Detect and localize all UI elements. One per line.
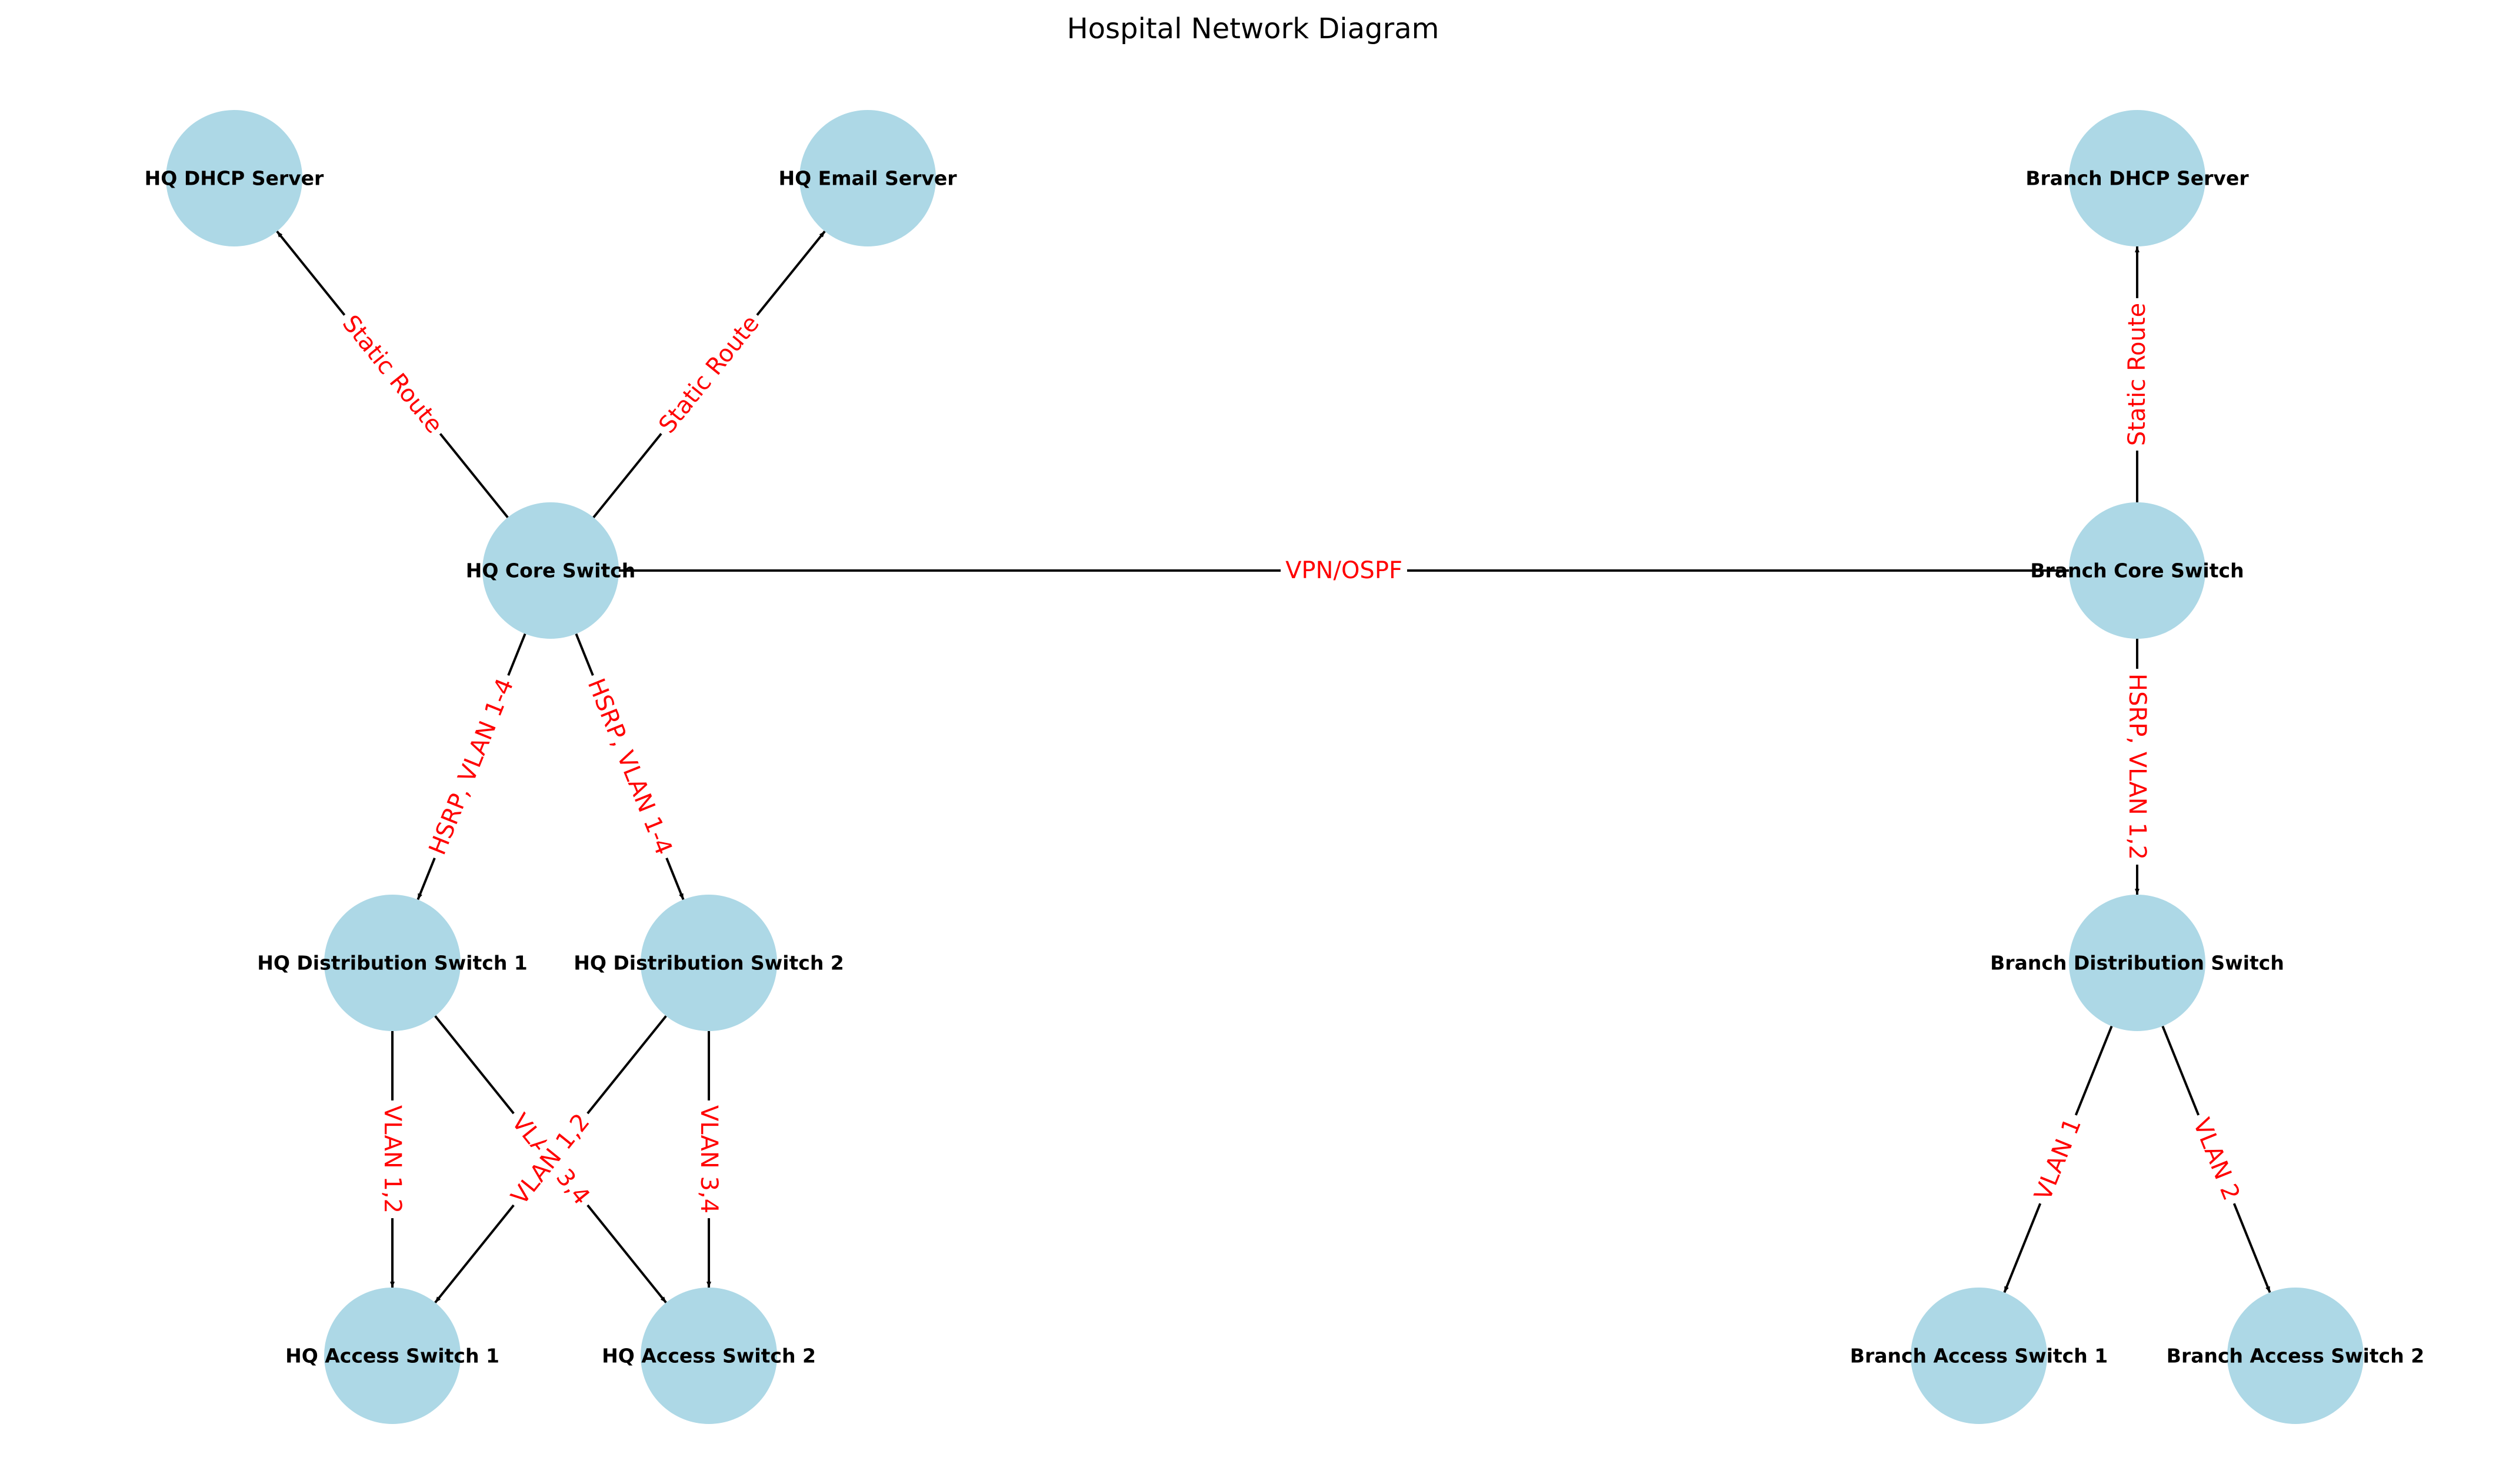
edge-label: Static Route (2124, 303, 2151, 446)
edge-label-background (502, 1104, 599, 1215)
edge-label: VPN/OSPF (1285, 557, 1402, 584)
edge-label: VLAN 3,4 (695, 1105, 722, 1213)
node-label: HQ Access Switch 2 (602, 1345, 816, 1368)
node-br-dhcp: Branch DHCP Server (2025, 110, 2249, 246)
node-br-core: Branch Core Switch (2030, 502, 2244, 639)
edge-label-group: HSRP, VLAN 1-4 (579, 669, 681, 864)
node-hq-acc1: HQ Access Switch 1 (285, 1288, 499, 1424)
edge-label-group: Static Route (649, 305, 769, 443)
node-circle (2227, 1288, 2364, 1424)
node-circle (1911, 1288, 2047, 1424)
node-label: HQ Email Server (778, 167, 957, 190)
node-circle (641, 1288, 777, 1424)
node-br-dist: Branch Distribution Switch (1990, 895, 2284, 1031)
edge-label-group: HSRP, VLAN 1,2 (2122, 669, 2152, 865)
node-label: HQ Distribution Switch 2 (574, 952, 844, 975)
edge-label-group: HSRP, VLAN 1-4 (421, 669, 522, 864)
edge-label-background (2122, 669, 2152, 865)
edge-label-group: Static Route (333, 305, 452, 443)
edge-label: Static Route (337, 310, 448, 438)
node-label: HQ DHCP Server (145, 167, 324, 190)
node-br-acc1: Branch Access Switch 1 (1850, 1288, 2108, 1424)
node-hq-dist2: HQ Distribution Switch 2 (574, 895, 844, 1031)
edge-label: Static Route (654, 310, 765, 438)
node-label: HQ Access Switch 1 (285, 1345, 499, 1368)
node-label: Branch Core Switch (2030, 559, 2244, 582)
edge-label: VLAN 2 (2188, 1115, 2245, 1205)
node-label: Branch DHCP Server (2025, 167, 2249, 190)
node-circle (166, 110, 302, 246)
edge-label: HSRP, VLAN 1-4 (424, 675, 519, 859)
edge-label-background (579, 669, 681, 864)
node-label: Branch Access Switch 2 (2167, 1345, 2424, 1368)
node-hq-email: HQ Email Server (778, 110, 957, 246)
edge-label-background (1281, 556, 1407, 585)
node-circle (482, 502, 619, 639)
edge-label-group: VLAN 3,4 (694, 1100, 724, 1219)
edge-label-background (2185, 1109, 2248, 1209)
node-circle (799, 110, 936, 246)
edge-label-group: VPN/OSPF (1281, 556, 1407, 585)
node-circle (324, 1288, 461, 1424)
edge-label-background (2122, 298, 2152, 451)
edge-label-background (649, 305, 769, 443)
edge-label-background (694, 1100, 724, 1219)
edge-label-background (333, 305, 452, 443)
edge-label-background (378, 1100, 407, 1219)
node-br-acc2: Branch Access Switch 2 (2167, 1288, 2424, 1424)
node-circle (2069, 110, 2205, 246)
nodes-layer: HQ DHCP Server HQ Email Server HQ Core Swi… (145, 110, 2424, 1424)
edge-label: HSRP, VLAN 1-4 (582, 675, 678, 859)
edge-label-group: Static Route (2122, 298, 2152, 451)
node-label: HQ Core Switch (466, 559, 636, 582)
edge-label-background (421, 669, 522, 864)
edge-label-group: VLAN 2 (2185, 1109, 2248, 1209)
node-hq-core: HQ Core Switch (466, 502, 636, 639)
node-hq-dist1: HQ Distribution Switch 1 (257, 895, 528, 1031)
node-hq-acc2: HQ Access Switch 2 (602, 1288, 816, 1424)
edge-label: VLAN 1 (2030, 1115, 2087, 1205)
node-hq-dhcp: HQ DHCP Server (145, 110, 324, 246)
node-label: HQ Distribution Switch 1 (257, 952, 528, 975)
node-circle (324, 895, 461, 1031)
node-circle (2069, 502, 2205, 639)
edge-label: VLAN 1,2 (379, 1105, 406, 1213)
edge-label-group: VLAN 1,2 (378, 1100, 407, 1219)
node-circle (2069, 895, 2205, 1031)
node-circle (641, 895, 777, 1031)
node-label: Branch Distribution Switch (1990, 952, 2284, 975)
edge-label: HSRP, VLAN 1,2 (2124, 673, 2151, 860)
node-label: Branch Access Switch 1 (1850, 1345, 2108, 1368)
edge-label-group: VLAN 1 (2027, 1109, 2090, 1209)
edge-label-background (2027, 1109, 2090, 1209)
diagram-title: Hospital Network Diagram (1067, 12, 1439, 45)
